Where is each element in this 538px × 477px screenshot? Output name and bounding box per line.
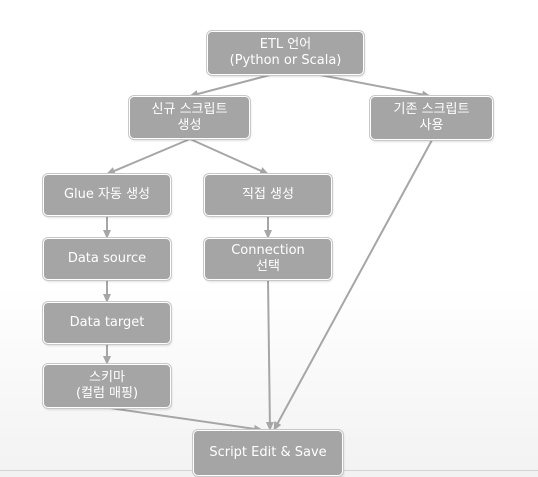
node-etl-language-line2: (Python or Scala) [229, 53, 342, 68]
edge-new-script-glue-auto [106, 138, 191, 175]
edge-etl-existing-script [319, 74, 431, 99]
edge-existing-script-script-edit [273, 139, 433, 431]
node-data-target: Data target [43, 302, 171, 344]
node-script-edit-save-label: Script Edit & Save [209, 445, 327, 460]
edge-schema-script-edit [109, 407, 263, 433]
node-schema-mapping: 스키마 (컬럼 매핑) [43, 364, 171, 408]
node-data-source: Data source [43, 238, 171, 280]
node-connection-select: Connection 선택 [204, 238, 332, 280]
node-etl-language: ETL 언어 (Python or Scala) [207, 31, 364, 75]
edge-new-script-direct [189, 138, 269, 175]
node-new-script-line1: 신규 스크립트 [151, 101, 228, 117]
node-data-source-label: Data source [67, 251, 147, 266]
node-existing-script-line2: 사용 [419, 118, 444, 133]
node-new-script: 신규 스크립트 생성 [129, 96, 250, 139]
edge-etl-new-script [189, 74, 271, 98]
edge-connection-script-edit [265, 279, 274, 431]
node-existing-script: 기존 스크립트 사용 [370, 96, 493, 140]
node-glue-auto-generate-label: Glue 자동 생성 [63, 187, 151, 202]
node-new-script-line2: 생성 [177, 117, 202, 133]
node-etl-language-line1: ETL 언어 [259, 37, 312, 52]
node-direct-generate-label: 직접 생성 [242, 187, 294, 202]
node-schema-mapping-line1: 스키마 [89, 370, 125, 385]
node-schema-mapping-line2: (컬럼 매핑) [75, 386, 139, 401]
node-glue-auto-generate: Glue 자동 생성 [43, 174, 171, 216]
node-connection-select-line2: 선택 [256, 259, 280, 274]
node-connection-select-line1: Connection [231, 243, 305, 258]
node-direct-generate: 직접 생성 [204, 174, 332, 216]
node-data-target-label: Data target [69, 315, 145, 330]
node-existing-script-line1: 기존 스크립트 [393, 102, 470, 117]
node-script-edit-save: Script Edit & Save [193, 430, 343, 476]
